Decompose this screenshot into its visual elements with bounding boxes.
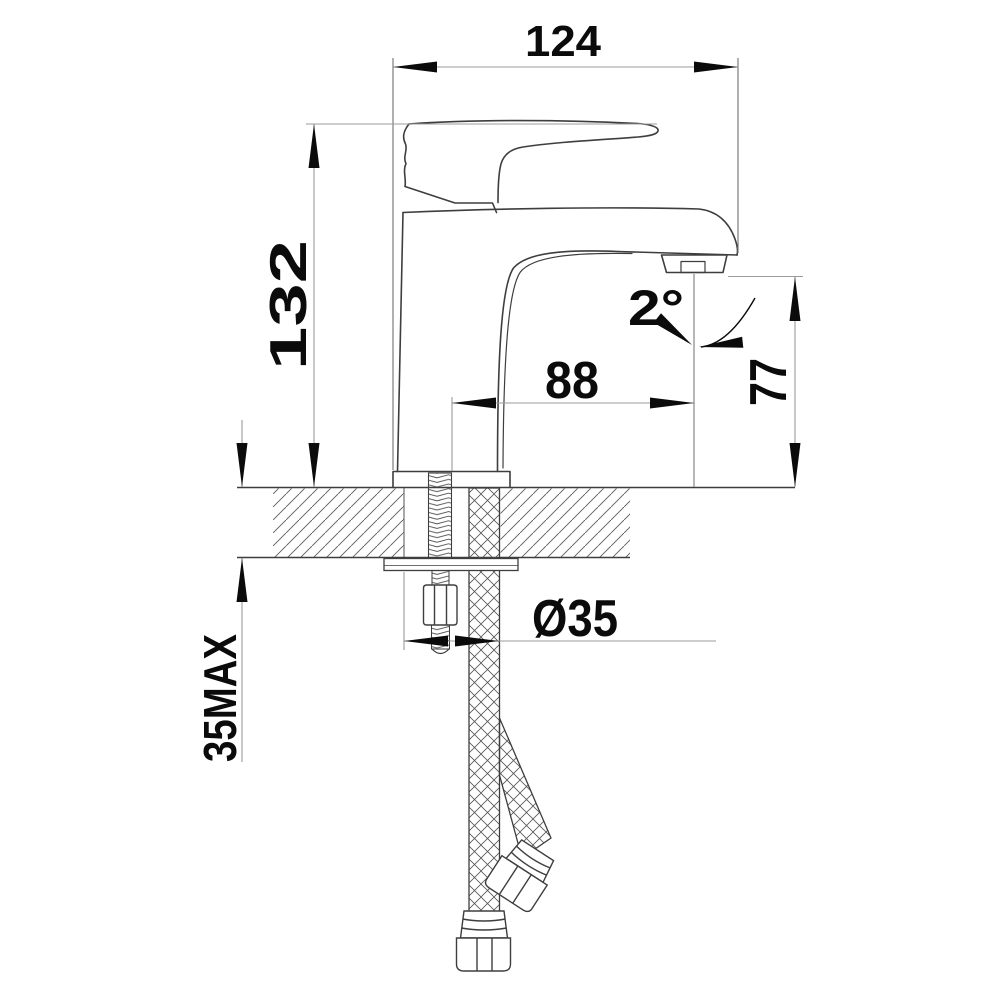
dim-spout-angle: 2° xyxy=(628,274,756,487)
arrowhead xyxy=(236,443,248,487)
mounting-washer xyxy=(383,557,519,572)
arrowhead xyxy=(393,61,437,73)
body-left-edge xyxy=(396,211,404,473)
nut-facet xyxy=(498,865,519,895)
arrowhead xyxy=(650,397,694,409)
dim-spout-height: 77 xyxy=(728,275,803,487)
collar-rib xyxy=(510,851,547,876)
faucet-outline xyxy=(392,119,739,489)
supply-hoses xyxy=(455,487,555,972)
handle-lever xyxy=(408,119,659,204)
arrowhead xyxy=(789,443,801,487)
collar-rib xyxy=(462,918,506,922)
mounting-hex-nut xyxy=(422,584,458,626)
dim-label-132: 132 xyxy=(260,240,318,370)
threaded-stud-lower xyxy=(431,570,450,586)
stud-tip xyxy=(431,648,450,655)
dim-label-77: 77 xyxy=(740,358,798,406)
dim-total-height: 132 xyxy=(260,123,657,487)
arrowhead xyxy=(308,124,320,168)
hose-second-connector xyxy=(484,838,555,913)
dim-label-d35: Ø35 xyxy=(532,590,618,648)
hose-hex-nut xyxy=(455,937,512,972)
base-flange xyxy=(392,470,511,489)
dim-label-angle: 2° xyxy=(628,280,684,336)
spout-underside-outer xyxy=(496,250,619,473)
collar-rib xyxy=(461,927,507,931)
arrowhead xyxy=(699,336,744,348)
dim-overall-length: 124 xyxy=(392,17,739,470)
threaded-stud xyxy=(427,472,453,559)
collar-rib xyxy=(516,845,551,869)
hose-collar xyxy=(459,910,509,939)
dim-spout-reach: 88 xyxy=(451,352,694,471)
handle-front-edge xyxy=(402,123,498,214)
hose-second-braid xyxy=(498,717,552,860)
hose-main-braid xyxy=(468,487,501,913)
aerator-insert xyxy=(680,260,706,274)
angle-arc xyxy=(700,297,756,348)
dim-deck-thickness: 35MAX xyxy=(194,420,248,762)
spout-underside-inner xyxy=(502,252,633,469)
spout-top xyxy=(402,207,739,256)
arrowhead xyxy=(236,558,248,602)
countertop-hatch-right xyxy=(500,488,630,557)
hose-main-connector xyxy=(455,910,512,972)
arrowhead xyxy=(789,277,801,321)
arrowhead xyxy=(452,397,496,409)
arrowhead xyxy=(308,443,320,487)
arrowhead xyxy=(694,61,738,73)
arrowhead xyxy=(653,313,692,345)
dim-label-35max: 35MAX xyxy=(194,634,246,762)
arrowhead xyxy=(455,635,499,647)
dimensions: 124 132 88 77 xyxy=(194,17,803,762)
hose-hex-nut xyxy=(484,854,549,913)
dim-label-124: 124 xyxy=(525,17,602,66)
countertop-section xyxy=(237,486,795,559)
dim-label-88: 88 xyxy=(545,352,599,410)
arrowhead xyxy=(404,635,448,647)
countertop-hatch-left xyxy=(273,488,404,557)
dim-hole-diameter: Ø35 xyxy=(403,572,716,650)
aerator-housing xyxy=(660,254,728,274)
nut-facet xyxy=(512,874,532,904)
